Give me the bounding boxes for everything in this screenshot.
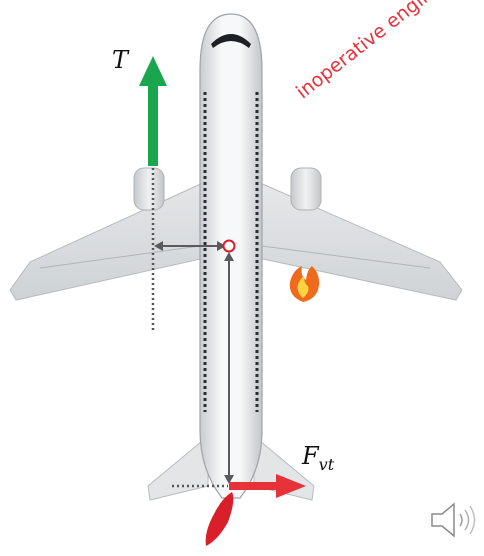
left-wing [9, 181, 206, 301]
force-subscript: vt [318, 454, 335, 474]
speaker-icon[interactable] [426, 492, 482, 548]
right-wing [257, 181, 463, 301]
thrust-arrow [139, 56, 167, 166]
flap-lines [39, 245, 431, 269]
center-of-gravity [222, 239, 236, 253]
rudder-icon [205, 492, 234, 546]
vertical-tail-force-label: Fvt [302, 442, 334, 474]
left-engine [133, 167, 165, 211]
force-symbol: F [302, 442, 319, 470]
right-engine [290, 167, 322, 211]
thrust-label: T [112, 46, 129, 74]
tail-moment-arm [224, 252, 234, 484]
cockpit-windows [211, 34, 251, 48]
thrust-moment-arm [154, 241, 226, 251]
flame-icon [289, 266, 320, 302]
vertical-tail-force-arrow [229, 474, 306, 498]
